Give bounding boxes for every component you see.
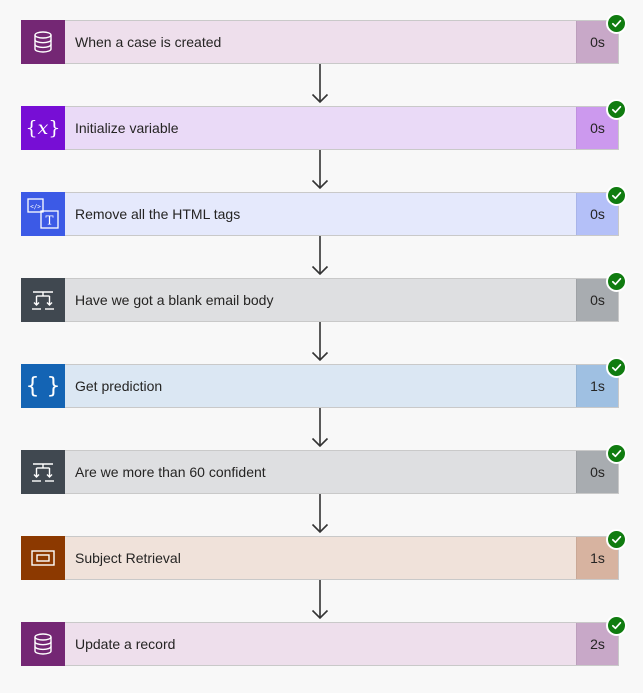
step-title: Have we got a blank email body (75, 292, 274, 308)
arrow-down-icon (311, 322, 329, 362)
success-check-icon (606, 271, 627, 292)
step-are-we-more-than-60-confident[interactable]: Are we more than 60 confident 0s (21, 443, 627, 494)
success-check-icon (606, 13, 627, 34)
step-have-we-got-a-blank-email-body[interactable]: Have we got a blank email body 0s (21, 271, 627, 322)
scope-icon (21, 536, 65, 580)
arrow-down-icon (311, 236, 329, 276)
svg-text:T: T (45, 214, 53, 228)
condition-icon (21, 278, 65, 322)
step-title: Get prediction (75, 378, 163, 394)
success-check-icon (606, 99, 627, 120)
variable-icon: {x} (21, 106, 65, 150)
svg-text:</>: </> (30, 204, 41, 211)
svg-text:{ }: { } (27, 374, 59, 399)
step-duration: 0s (576, 451, 618, 493)
step-update-a-record[interactable]: Update a record 2s (21, 615, 627, 666)
success-check-icon (606, 615, 627, 636)
step-title: Initialize variable (75, 120, 179, 136)
html-to-text-icon: </> T (21, 192, 65, 236)
condition-icon (21, 450, 65, 494)
step-title: Remove all the HTML tags (75, 206, 241, 222)
success-check-icon (606, 185, 627, 206)
step-title: When a case is created (75, 34, 222, 50)
step-title: Subject Retrieval (75, 550, 181, 566)
json-braces-icon: { } (21, 364, 65, 408)
step-get-prediction[interactable]: { } Get prediction 1s (21, 357, 627, 408)
success-check-icon (606, 357, 627, 378)
database-icon (21, 622, 65, 666)
arrow-down-icon (311, 150, 329, 190)
svg-text:{x}: {x} (26, 117, 61, 139)
step-subject-retrieval[interactable]: Subject Retrieval 1s (21, 529, 627, 580)
arrow-down-icon (311, 494, 329, 534)
success-check-icon (606, 443, 627, 464)
step-when-a-case-is-created[interactable]: When a case is created 0s (21, 13, 627, 64)
arrow-down-icon (311, 64, 329, 104)
step-initialize-variable[interactable]: {x} Initialize variable 0s (21, 99, 627, 150)
arrow-down-icon (311, 408, 329, 448)
step-title: Are we more than 60 confident (75, 464, 266, 480)
step-remove-all-the-html-tags[interactable]: </>T Remove all the HTML tags 0s (21, 185, 627, 236)
arrow-down-icon (311, 580, 329, 620)
success-check-icon (606, 529, 627, 550)
database-icon (21, 20, 65, 64)
step-title: Update a record (75, 636, 176, 652)
